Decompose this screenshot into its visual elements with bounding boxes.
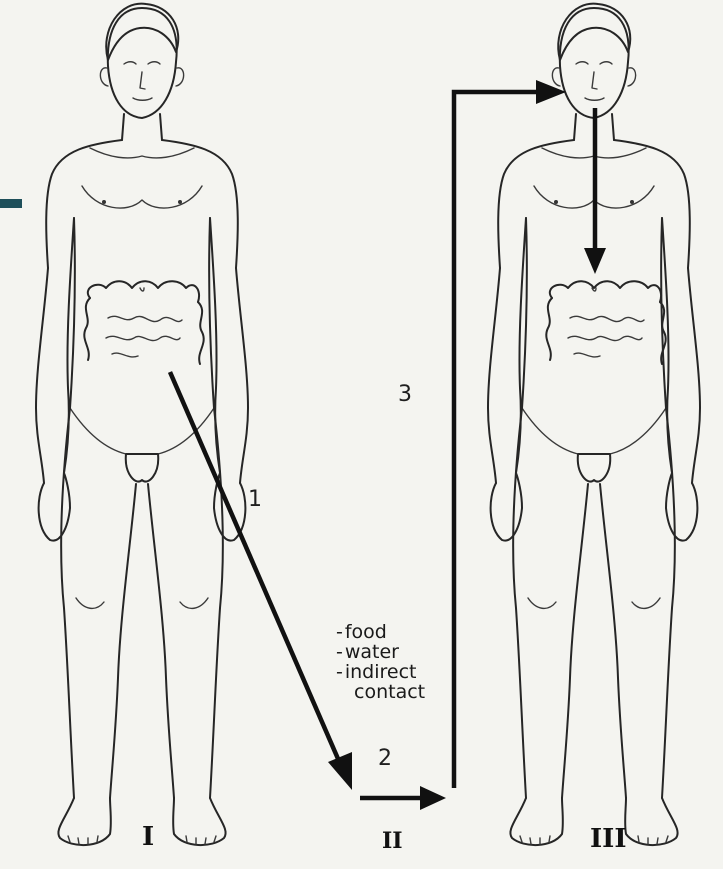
figure-III-numeral: III	[590, 826, 627, 852]
figure-I-numeral: I	[142, 824, 154, 850]
route-item-water: -water	[336, 642, 425, 662]
arrow-2	[360, 786, 446, 810]
step-2-label: 2	[378, 748, 392, 770]
route-item-contact: contact	[336, 682, 425, 702]
transmission-routes-list: -food -water -indirect contact	[336, 622, 425, 702]
figure-II-numeral: II	[382, 830, 403, 852]
step-1-label: 1	[248, 489, 262, 511]
figure-I-body	[36, 4, 248, 845]
step-3-label: 3	[398, 384, 412, 406]
arrow-3	[454, 80, 566, 788]
arrow-ingestion	[584, 108, 606, 274]
route-item-food: -food	[336, 622, 425, 642]
arrow-1	[170, 372, 352, 790]
route-item-indirect: -indirect	[336, 662, 425, 682]
